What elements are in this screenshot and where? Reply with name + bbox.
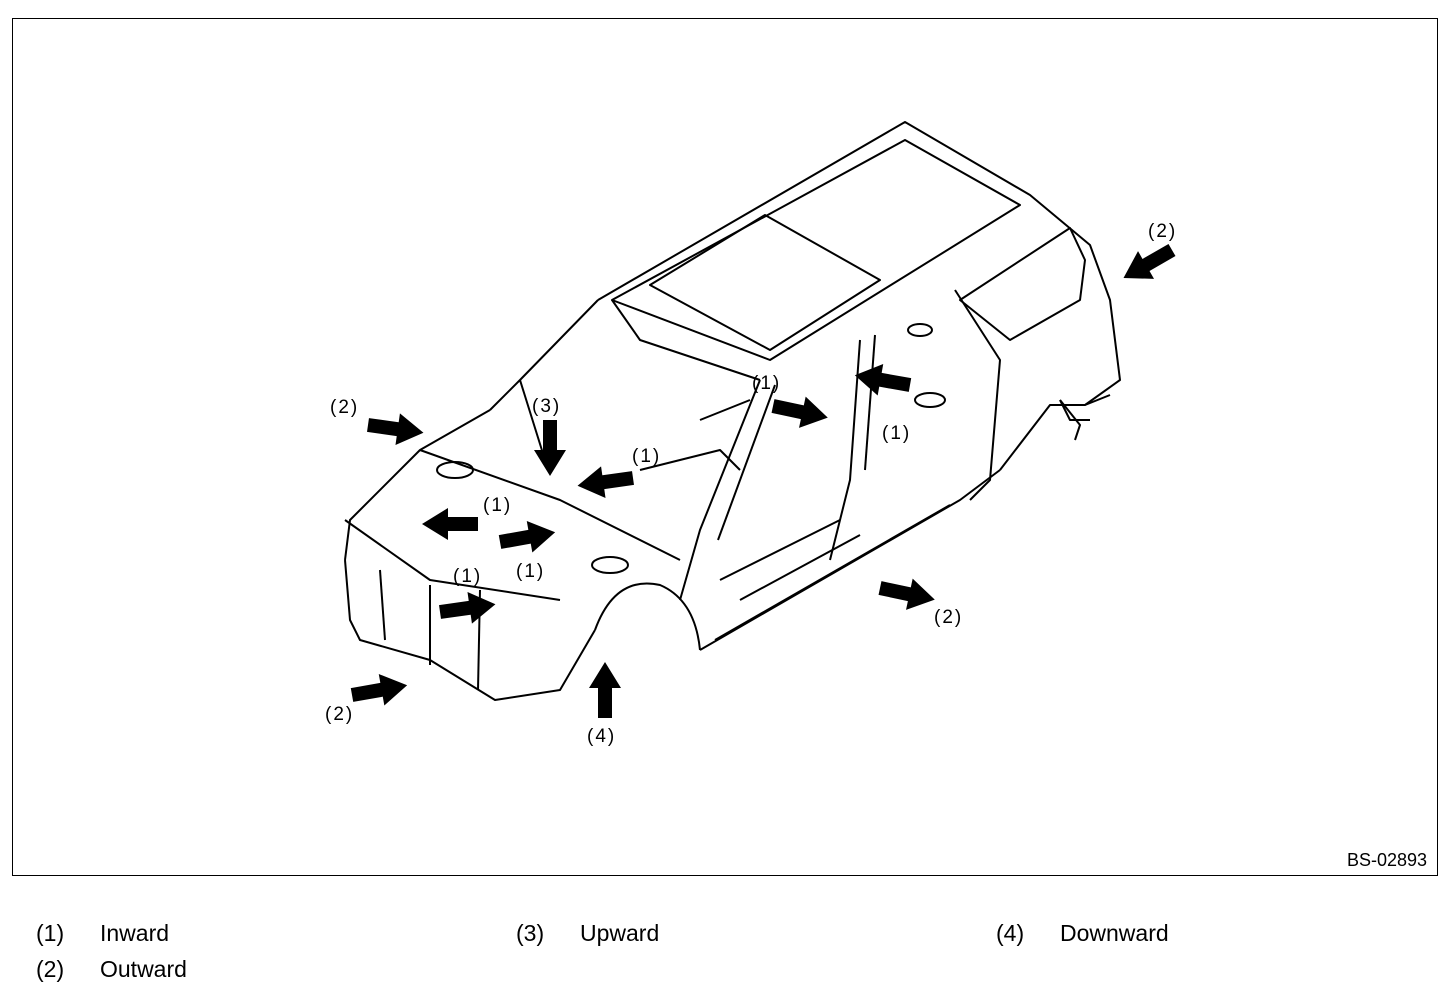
- legend-label: Outward: [100, 956, 187, 982]
- car-body-illustration: (2) (2) (2) (2) (3) (4) (1) (1) (1) (1) …: [325, 121, 1180, 747]
- callout-inward-strut-left: (1): [483, 495, 512, 516]
- legend: (1) Inward (2) Outward (3) Upward (4) Downwa…: [0, 912, 1456, 992]
- legend-label: Inward: [100, 920, 170, 946]
- callout-inward-roof: (1): [752, 373, 781, 394]
- diagram-frame: BS-02893: [12, 18, 1438, 876]
- legend-item-inward: (1) Inward: [36, 920, 169, 947]
- legend-label: Upward: [580, 920, 660, 946]
- legend-number: (2): [36, 956, 65, 982]
- direction-arrows: [349, 236, 1180, 718]
- callout-labels: (2) (2) (2) (2) (3) (4) (1) (1) (1) (1) …: [325, 221, 1177, 747]
- callout-outward-front-bottom: (2): [325, 704, 354, 725]
- callout-outward-side: (2): [934, 607, 963, 628]
- outward-arrow-rear: [1115, 236, 1180, 292]
- inward-arrow-roof: [769, 390, 832, 434]
- legend-number: (4): [996, 920, 1025, 946]
- legend-number: (3): [516, 920, 545, 946]
- upward-arrow: [534, 420, 566, 476]
- body-shell-outline: [344, 121, 1121, 701]
- inward-arrow-front: [437, 588, 498, 628]
- outward-arrow-front-bottom: [349, 669, 410, 711]
- inward-arrow-strut-right: [497, 516, 558, 558]
- callout-inward-front: (1): [453, 566, 482, 587]
- inward-arrow-strut-left: [422, 508, 478, 540]
- inward-arrow-cowl: [575, 462, 636, 502]
- callout-inward-cowl: (1): [632, 446, 661, 467]
- legend-item-upward: (3) Upward: [516, 920, 659, 947]
- figure-reference-code: BS-02893: [1346, 850, 1427, 870]
- callout-downward: (4): [587, 726, 616, 747]
- callout-outward-front-left: (2): [330, 397, 359, 418]
- outward-arrow-side: [876, 572, 939, 616]
- legend-item-downward: (4) Downward: [996, 920, 1169, 947]
- legend-label: Downward: [1060, 920, 1169, 946]
- callout-upward: (3): [532, 396, 561, 417]
- outward-arrow-front-left: [365, 409, 426, 449]
- downward-arrow: [589, 662, 621, 718]
- inward-arrow-bpillar: [852, 359, 913, 401]
- callout-outward-rear: (2): [1148, 221, 1177, 242]
- legend-number: (1): [36, 920, 65, 946]
- callout-inward-bpillar: (1): [882, 423, 911, 444]
- legend-item-outward: (2) Outward: [36, 956, 187, 983]
- callout-inward-strut-right: (1): [516, 561, 545, 582]
